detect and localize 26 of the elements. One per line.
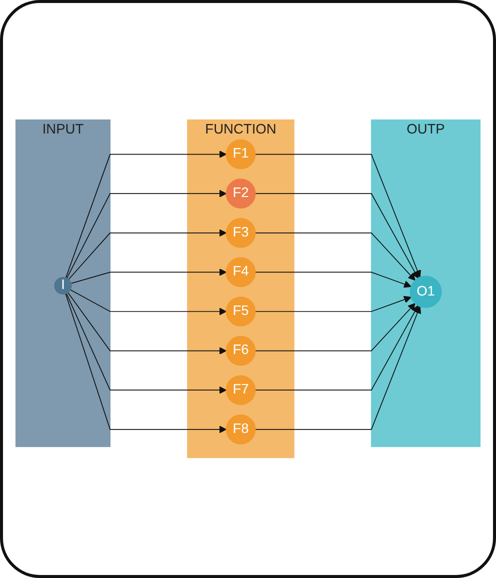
arrow <box>66 190 227 279</box>
node-circle: F6 <box>226 336 256 366</box>
node-circle: F7 <box>226 375 256 406</box>
node-circle: F8 <box>226 414 256 445</box>
arrow <box>254 306 422 430</box>
node-circle: F4 <box>226 258 256 288</box>
arrow <box>66 293 227 394</box>
arrow <box>67 292 227 355</box>
node-circle: O1 <box>410 276 442 308</box>
node-circle: F2 <box>226 178 256 209</box>
arrow <box>254 303 416 352</box>
arrow <box>254 193 419 279</box>
node-circle: F3 <box>226 218 256 248</box>
node-circle: F5 <box>226 296 256 327</box>
node-circle: I <box>54 277 72 295</box>
arrow <box>254 154 422 278</box>
arrow <box>254 272 412 288</box>
node-circle: F1 <box>226 140 256 170</box>
arrow <box>254 296 412 312</box>
arrow <box>68 229 227 280</box>
arrow <box>70 290 227 316</box>
arrow <box>70 268 227 284</box>
arrow <box>254 232 416 281</box>
arrow <box>65 150 227 279</box>
arrow <box>254 305 419 391</box>
arrow <box>65 294 227 434</box>
